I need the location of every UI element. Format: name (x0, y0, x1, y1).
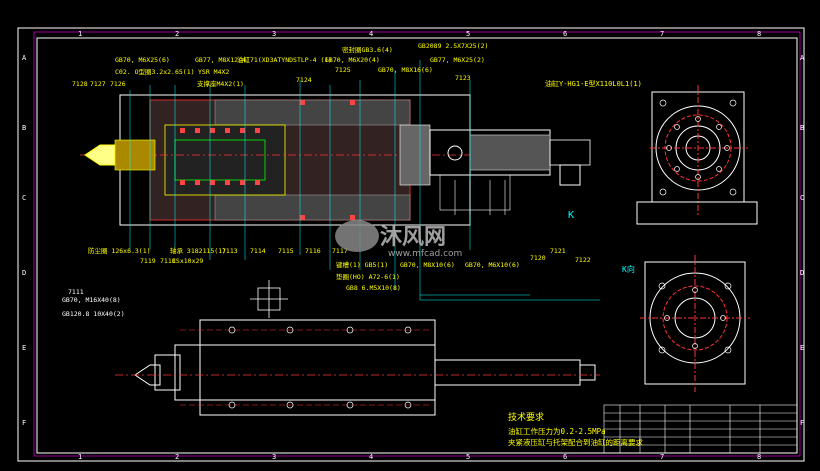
section-k-label: K (568, 210, 574, 221)
grid-row-right-F: F (800, 419, 804, 427)
grid-row-B: B (22, 124, 26, 132)
grid-col-bottom-5: 5 (466, 453, 470, 461)
top-callout-2: 油缸71(XD3ATYNDSTLP-4 (1) (237, 55, 332, 64)
grid-col-bottom-8: 8 (757, 453, 761, 461)
k-view (640, 255, 750, 392)
watermark: 沐风网 www.mfcad.com (335, 220, 462, 259)
top-callouts: GB70, M6X25(6) GB77, M8X12(4)油缸71(XD3ATYN… (115, 42, 488, 74)
grid-col-bottom-1: 1 (78, 453, 82, 461)
grid-row-F: F (22, 419, 26, 427)
left-callout-6: 7125 (335, 66, 351, 74)
grid-col-bottom-4: 4 (369, 453, 373, 461)
bottom-callout-3: 轴承 3182115(1) (170, 246, 226, 255)
bottom-callout-8: 7116 (305, 247, 321, 255)
grid-col-5: 5 (466, 30, 470, 38)
bottom-callout-15: 7120 (530, 254, 546, 262)
bottom-callout-7: 7115 (278, 247, 294, 255)
grid-col-6: 6 (563, 30, 567, 38)
left-callout-0: 7128 (72, 80, 88, 88)
lower-callout-0: 7111 (68, 288, 84, 296)
grid-col-bottom-2: 2 (175, 453, 179, 461)
bottom-callout-6: 7114 (250, 247, 266, 255)
inner-border (36, 37, 798, 454)
left-callout-3: C02. O型圈3.2x2.65(1) (115, 67, 195, 76)
grid-row-E: E (22, 344, 26, 352)
top-callout-1: GB77, M8X12(4) (195, 56, 250, 64)
notes-line-1: 油缸工作压力为0.2-2.5MPa (508, 426, 606, 436)
notes-line-2: 夹紧液压缸与托架配合到油缸的距离要求 (508, 437, 643, 447)
lower-callout-1: GB70, M16X40(8) (62, 296, 121, 304)
grid-row-labels: A A B B C C D D E E F F (22, 54, 805, 427)
bottom-callout-4: CSx10x29 (172, 257, 203, 265)
grid-col-1: 1 (78, 30, 82, 38)
top-callout-0: GB70, M6X25(6) (115, 56, 170, 64)
left-callout-5: 支撑座M4X2(1) (197, 79, 244, 88)
left-callout-4: YSR M4X2 (198, 68, 229, 76)
bottom-callout-9: 7117 (332, 247, 348, 255)
left-callout-2: 7126 (110, 80, 126, 88)
upper-assembly-section (80, 60, 600, 301)
bottom-callout-17: 7122 (575, 256, 591, 264)
grid-col-4: 4 (369, 30, 373, 38)
outer-border (17, 27, 805, 462)
bottom-callout-14: GB70, M6X10(6) (465, 261, 520, 269)
top-callout-4: GB2089 2.5X7X25(2) (418, 42, 488, 50)
left-callout-8: 7123 (455, 74, 471, 82)
grid-column-labels: 1 1 2 2 3 3 4 4 5 5 6 6 7 7 8 8 (78, 30, 761, 461)
top-callout-7: GB70, M6X20(4) (325, 56, 380, 64)
bottom-callouts: 7119 7118 防尘圈 126x6.3(1) 轴承 3182115(1) CSx10… (88, 246, 591, 292)
grid-row-D: D (22, 269, 26, 277)
bottom-callout-16: 7121 (550, 247, 566, 255)
top-callout-6: GB70, M8X16(6) (378, 66, 433, 74)
bottom-callout-1: 7118 (160, 257, 176, 265)
top-callout-5: GB77, M6X25(2) (430, 56, 485, 64)
grid-row-C: C (22, 194, 26, 202)
bottom-callout-13: GB70, M8X10(6) (400, 261, 455, 269)
grid-col-bottom-3: 3 (272, 453, 276, 461)
grid-col-bottom-7: 7 (660, 453, 664, 461)
grid-col-2: 2 (175, 30, 179, 38)
notes-title: 技术要求 (508, 411, 544, 423)
grid-row-right-B: B (800, 124, 804, 132)
grid-col-8: 8 (757, 30, 761, 38)
grid-row-right-C: C (800, 194, 804, 202)
bottom-callout-10: 键槽(1) GB5(1) (336, 260, 388, 269)
left-callout-1: 7127 (90, 80, 106, 88)
watermark-main: 沐风网 (380, 225, 446, 250)
bottom-callout-2: 防尘圈 126x6.3(1) (88, 246, 151, 255)
lower-callout-2: GB120.8 10X40(2) (62, 310, 125, 318)
grid-row-right-E: E (800, 344, 804, 352)
watermark-url: www.mfcad.com (388, 249, 462, 259)
lower-assembly-view (115, 319, 600, 416)
bottom-callout-0: 7119 (140, 257, 156, 265)
grid-col-bottom-6: 6 (563, 453, 567, 461)
grid-row-A: A (22, 54, 27, 62)
grid-col-7: 7 (660, 30, 664, 38)
grid-row-right-A: A (800, 54, 805, 62)
grid-row-right-D: D (800, 269, 804, 277)
top-callout-3: 密封圈GB3.6(4) (342, 45, 393, 54)
title-block (603, 404, 798, 454)
bottom-callout-12: GB8 6.M5X10(8) (346, 284, 401, 292)
bottom-callout-5: 7113 (222, 247, 238, 255)
right-top-callout: 油缸Y-HG1-E型X110L0L1(1) (545, 79, 642, 88)
grid-col-3: 3 (272, 30, 276, 38)
center-mark (250, 280, 288, 318)
view-k-label: K向 (622, 264, 635, 274)
end-view-top (636, 85, 758, 225)
bottom-callout-11: 垫圈(HO) A72-6(1) (336, 272, 400, 281)
frame-magenta (33, 31, 801, 457)
left-callout-7: 7124 (296, 76, 312, 84)
